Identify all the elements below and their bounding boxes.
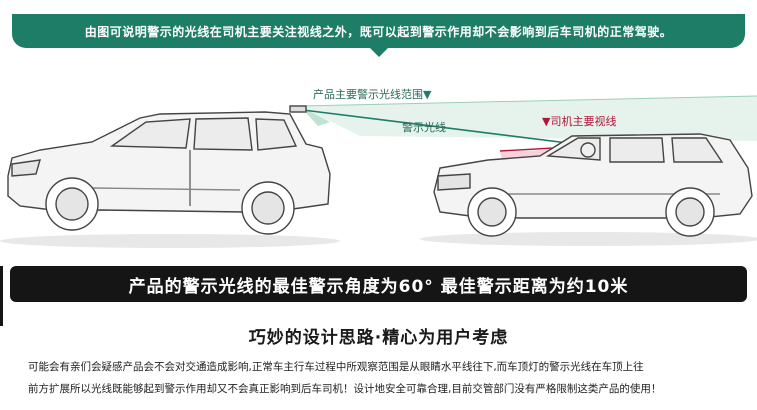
down-triangle-icon: ▼ [423, 88, 432, 101]
range-boundary [299, 95, 757, 107]
front-suv-front-rim [55, 187, 89, 221]
rear-wagon-front-rim [477, 197, 507, 227]
description-line: 可能会有亲们会疑感产品会不会对交通造成影响,正常车主行车过程中所观察范围是从眼睛… [28, 361, 644, 373]
warning-light-range [300, 96, 757, 141]
rear-wagon-driver [580, 142, 596, 158]
driver-sight-text: 司机主要视线 [550, 115, 617, 128]
top-banner-text: 由图可说明警示的光线在司机主要关注视线之外，既可以起到警示作用却不会影响到后车司… [84, 24, 673, 39]
warning-range-label: 产品主要警示光线范围▼ [313, 86, 431, 102]
front-suv-windows [109, 118, 191, 149]
angle-distance-text: 产品的警示光线的最佳警示角度为60° 最佳警示距离为约10米 [128, 276, 629, 297]
warning-range-text: 产品主要警示光线范围 [313, 88, 423, 101]
driver-sight-label: ▼司机主要视线 [542, 113, 616, 129]
front-car-shadow [0, 234, 340, 248]
rear-wagon-window-2 [671, 137, 724, 163]
front-suv-window-2 [193, 117, 253, 151]
rear-car-shadow [420, 232, 757, 246]
car-diagram-svg [0, 95, 757, 248]
banner-pointer [370, 48, 388, 57]
front-suv-sill [91, 187, 241, 191]
front-suv [7, 105, 331, 235]
left-edge-bar [0, 266, 3, 326]
rear-wagon [433, 133, 753, 237]
description-line: 前方扩展所以光线既能够起到警示作用却又不会真正影响到后车司机！设计地安全可靠合理… [28, 383, 662, 395]
rear-wagon-rear-rim [675, 197, 705, 227]
section-title: 巧妙的设计思路·精心为用户考虑 [248, 328, 509, 348]
top-banner: 由图可说明警示的光线在司机主要关注视线之外，既可以起到警示作用却不会影响到后车司… [12, 14, 745, 48]
front-suv-window-3 [255, 118, 298, 151]
front-suv-rear-rim [251, 191, 285, 225]
description-paragraph: 可能会有亲们会疑感产品会不会对交通造成影响,正常车主行车过程中所观察范围是从眼睛… [28, 356, 748, 400]
car-diagram [0, 56, 757, 256]
front-suv-headlight [11, 159, 41, 177]
down-triangle-icon: ▼ [542, 115, 551, 128]
rear-wagon-window-1 [609, 137, 665, 163]
angle-distance-banner: 产品的警示光线的最佳警示角度为60° 最佳警示距离为约10米 [10, 266, 747, 302]
warning-light-label: 警示光线 [402, 121, 446, 134]
rear-wagon-grille [437, 173, 471, 191]
warning-light-line [302, 109, 593, 147]
front-suv-roof-light [289, 105, 307, 113]
